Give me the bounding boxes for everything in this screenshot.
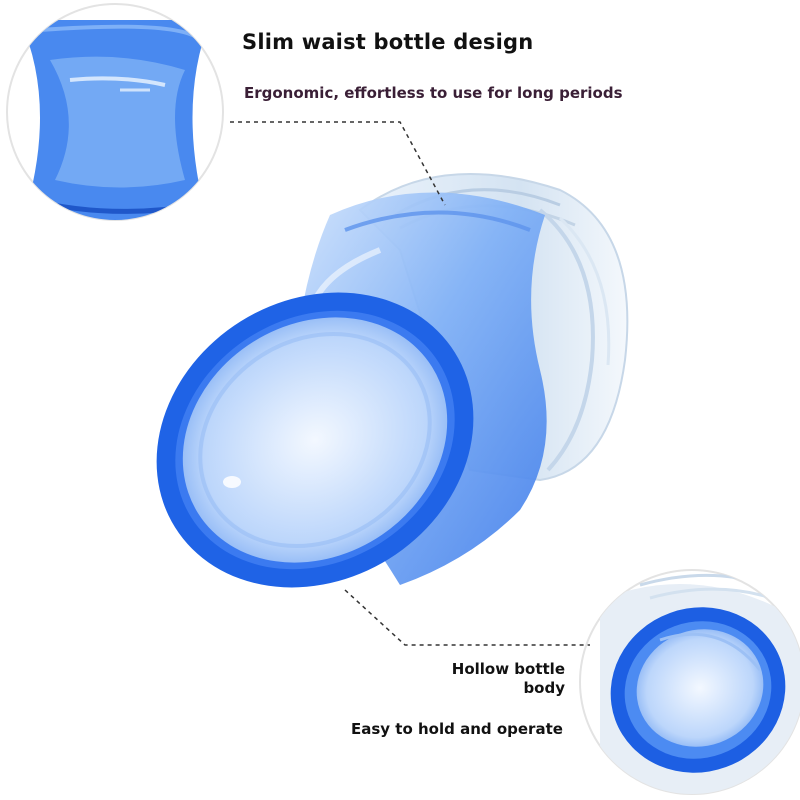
callout-hollow-line2: body — [523, 679, 565, 697]
callout-hollow-line1: Hollow bottle — [451, 660, 565, 678]
bottle-main — [156, 173, 629, 588]
headline: Slim waist bottle design — [242, 30, 534, 54]
detail-circle-waist — [6, 3, 224, 221]
callout-hollow-body: Hollow bottle body — [452, 660, 565, 698]
leader-line-waist — [230, 121, 446, 206]
detail-circle-hollow — [579, 569, 800, 795]
callout-easy-hold: Easy to hold and operate — [351, 720, 563, 738]
leader-line-hollow — [344, 589, 590, 646]
subheadline: Ergonomic, effortless to use for long pe… — [244, 84, 623, 102]
